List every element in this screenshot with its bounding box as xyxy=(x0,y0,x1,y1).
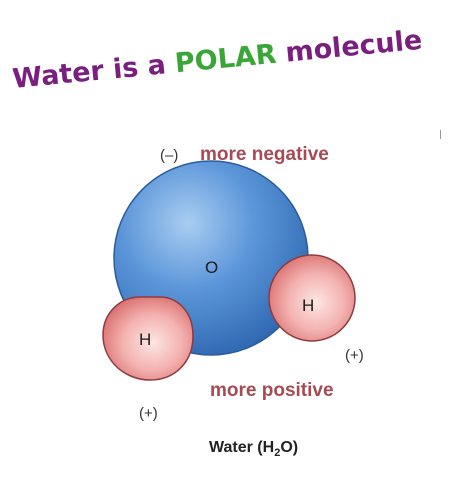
caption-suffix: O) xyxy=(280,439,299,456)
hydrogen-sphere-left xyxy=(102,296,194,381)
hydrogen-atom-right: H xyxy=(268,254,356,342)
caption-subscript: 2 xyxy=(274,447,281,460)
positive-charge-right-label: (+) xyxy=(345,347,364,364)
stray-mark xyxy=(440,130,441,139)
hydrogen-symbol-right: H xyxy=(302,296,314,315)
negative-charge-label: (–) xyxy=(160,147,179,164)
more-negative-label: more negative xyxy=(200,144,329,165)
hydrogen-symbol-left: H xyxy=(139,330,151,349)
hydrogen-atom-left: H xyxy=(102,296,194,381)
oxygen-symbol: O xyxy=(205,258,218,277)
diagram-caption: Water (H2O) xyxy=(209,439,298,459)
positive-charge-left-label: (+) xyxy=(139,405,158,422)
hydrogen-sphere-right xyxy=(268,254,356,342)
caption-prefix: Water (H xyxy=(209,439,275,456)
more-positive-label: more positive xyxy=(210,380,334,401)
